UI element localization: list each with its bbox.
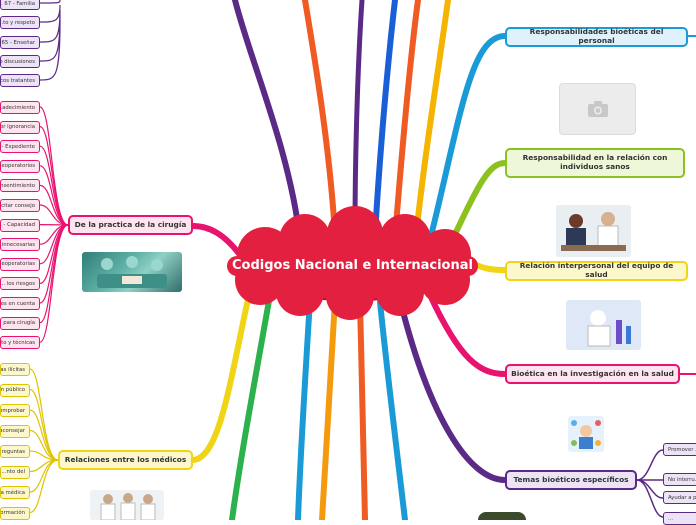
topleft-leaf-3[interactable]: ...65 - Enseñar xyxy=(0,36,40,49)
doctors-photo xyxy=(90,490,164,520)
topic-responsabilidades-personal[interactable]: Responsabilidades bioéticas del personal xyxy=(505,27,688,47)
branch-orange-top xyxy=(305,0,335,235)
temas-leaf-3[interactable]: Ayudar a p... xyxy=(663,491,696,504)
branch-redorange-bottom xyxy=(360,304,365,520)
cirugia-leaf-4[interactable]: ...eoperatorios xyxy=(0,160,40,173)
camera-icon xyxy=(586,99,610,119)
topic-temas-bioeticos[interactable]: Temas bioéticos específicos xyxy=(505,470,637,490)
temas-leaf-connector-4 xyxy=(637,480,663,517)
branch-orange-top2 xyxy=(395,0,418,238)
branch-yellow-left xyxy=(192,290,250,460)
branch-purple-top2 xyxy=(355,0,362,232)
cirugia-leaf-connector-1 xyxy=(40,107,68,225)
cirugia-leaf-13[interactable]: ...to y técnicas xyxy=(0,336,40,349)
medicos-leaf-1[interactable]: ...as ilícitas xyxy=(0,363,30,376)
central-title[interactable]: Codigos Nacional e Internacional xyxy=(230,228,475,304)
topic-responsabilidad-sanos[interactable]: Responsabilidad en la relación con indiv… xyxy=(505,148,685,178)
medicos-leaf-7[interactable]: ...a médica xyxy=(0,486,30,499)
topic-practica-cirugia[interactable]: De la practica de la cirugía xyxy=(68,215,193,235)
medicos-leaf-8[interactable]: ...ormación xyxy=(0,507,30,520)
surgery-photo xyxy=(82,252,182,292)
branch-blue-bottom2 xyxy=(380,302,405,520)
medicos-leaf-connectors xyxy=(30,369,58,513)
branch-blue-bottom xyxy=(298,300,310,520)
medicos-leaf-2[interactable]: ...n público xyxy=(0,384,30,397)
cirugia-leaf-3[interactable]: ... - Expediente xyxy=(0,140,40,153)
cirugia-leaf-6[interactable]: ...citar consejo xyxy=(0,199,40,212)
medicos-leaf-connector-3 xyxy=(30,410,58,460)
consultation-photo xyxy=(556,205,631,257)
bottom-photo-partial xyxy=(478,512,526,520)
temas-leaf-4[interactable]: ... xyxy=(663,512,696,525)
medicos-leaf-4[interactable]: ...aconsejar xyxy=(0,425,30,438)
surgery-illustration xyxy=(82,252,182,292)
topic-relaciones-medicos[interactable]: Relaciones entre los médicos xyxy=(58,450,193,470)
branch-orange-bottom xyxy=(322,302,335,520)
temas-leaf-1[interactable]: Promover ... xyxy=(663,443,696,456)
cirugia-leaf-7[interactable]: ... - Capacidad xyxy=(0,219,40,232)
topleft-leaf-1[interactable]: ... 67 - Familia xyxy=(0,0,40,10)
branch-yellow-top xyxy=(415,0,448,245)
cirugia-leaf-2[interactable]: ...or ignorancia xyxy=(0,121,40,134)
medicos-leaf-6[interactable]: ...nto del xyxy=(0,466,30,479)
topic-relacion-equipo[interactable]: Relación interpersonal del equipo de sal… xyxy=(505,261,688,281)
branch-magenta-right xyxy=(430,295,505,374)
cirugia-leaf-10[interactable]: ... los riesgos xyxy=(0,277,40,290)
consultation-illustration xyxy=(556,205,631,257)
cirugia-leaf-connector-13 xyxy=(40,225,68,342)
topic-bioetica-investigacion[interactable]: Bioética en la investigación en la salud xyxy=(505,364,680,384)
branch-purple-top xyxy=(235,0,300,240)
cirugia-leaf-1[interactable]: ...adecimiento xyxy=(0,101,40,114)
doctors-illustration xyxy=(90,490,164,520)
topleft-leaf-5[interactable]: ...cos tratantes xyxy=(0,74,40,87)
cirugia-leaf-5[interactable]: ...nsentimiento xyxy=(0,179,40,192)
medicos-leaf-connector-4 xyxy=(30,431,58,461)
medical-icons-illustration xyxy=(568,416,604,452)
medicos-leaf-5[interactable]: ...reguntas xyxy=(0,445,30,458)
lab-photo xyxy=(566,300,641,350)
cirugia-leaf-11[interactable]: ...es en cuenta xyxy=(0,297,40,310)
image-placeholder xyxy=(559,83,636,135)
topleft-leaf-connector-1 xyxy=(40,0,60,3)
branch-green-bottom xyxy=(232,295,270,520)
medical-icons-image xyxy=(568,416,604,452)
cirugia-leaf-8[interactable]: ...innecesarias xyxy=(0,238,40,251)
cirugia-leaf-9[interactable]: ...eoperatorias xyxy=(0,258,40,271)
temas-leaf-2[interactable]: No interru... xyxy=(663,473,696,486)
temas-leaf-connector-1 xyxy=(637,450,663,480)
topleft-leaf-connector-2 xyxy=(40,5,60,22)
branch-blue-top xyxy=(375,0,395,235)
cirugia-leaf-connectors xyxy=(40,107,68,342)
topleft-leaf-connector-3 xyxy=(40,10,60,42)
medicos-leaf-connector-1 xyxy=(30,369,58,460)
laboratory-illustration xyxy=(566,300,641,350)
topleft-leaf-2[interactable]: ...to y respeto xyxy=(0,16,40,29)
medicos-leaf-connector-8 xyxy=(30,460,58,513)
cirugia-leaf-12[interactable]: ... para cirugía xyxy=(0,317,40,330)
topleft-leaf-4[interactable]: ...o discusiones xyxy=(0,55,40,68)
branch-purple-right xyxy=(400,300,505,480)
